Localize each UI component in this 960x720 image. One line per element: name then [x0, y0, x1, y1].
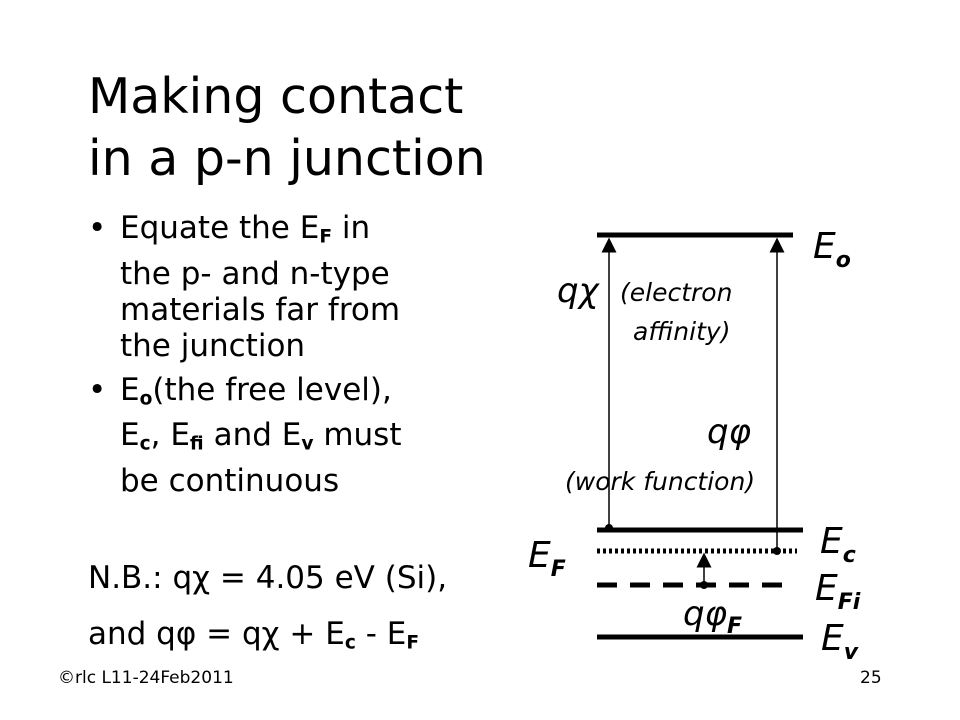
text: - E — [355, 616, 407, 652]
subscript: F — [319, 226, 333, 248]
text: in — [332, 210, 371, 246]
nb-line-2: and qφ = qχ + Ec - EF — [88, 616, 419, 662]
fermi-potential-arrow-tail — [700, 581, 708, 589]
efi-label: EFi — [815, 568, 861, 615]
work-function-desc: (work function) — [565, 467, 755, 496]
text: the junction — [120, 327, 306, 364]
text: and E — [203, 417, 302, 454]
title-line-1: Making contact — [88, 68, 464, 125]
text: E — [120, 371, 140, 408]
subscript: c — [344, 632, 356, 654]
bullet-item-2: Eo(the free level), Ec, Efi and Ev must … — [88, 372, 528, 499]
subscript: v — [301, 433, 314, 455]
electron-affinity-desc-2: affinity) — [633, 317, 730, 346]
electron-affinity-arrow-tail — [605, 524, 613, 532]
text: must — [313, 417, 402, 454]
text: the p- and n-type — [120, 255, 390, 292]
bullet-item-1: Equate the EF in the p- and n-type mater… — [88, 210, 528, 364]
subscript: c — [139, 433, 151, 455]
nb-line-1: N.B.: qχ = 4.05 eV (Si), — [88, 560, 448, 596]
electron-affinity-desc-1: (electron — [620, 278, 732, 307]
text: , E — [150, 417, 190, 454]
subscript: o — [139, 388, 153, 410]
ec-label: Ec — [820, 521, 856, 568]
eo-label: Eo — [813, 226, 851, 273]
subscript: fi — [189, 433, 204, 455]
text: and qφ = qχ + E — [88, 616, 345, 652]
slide-number: 25 — [860, 668, 882, 688]
work-function-arrow-tail — [773, 547, 781, 555]
bullet-list: Equate the EF in the p- and n-type mater… — [88, 210, 528, 507]
text: be continuous — [120, 462, 340, 499]
text: (the free level), — [152, 371, 392, 408]
ev-label: Ev — [821, 618, 859, 665]
slide-title: Making contact in a p-n junction — [88, 66, 486, 190]
text: Equate the E — [120, 210, 320, 246]
work-function-symbol: qφ — [707, 412, 752, 452]
ef-label: EF — [528, 535, 566, 582]
subscript: F — [406, 632, 420, 654]
electron-affinity-symbol: qχ — [557, 271, 601, 311]
fermi-potential-label: qφF — [683, 594, 742, 639]
title-line-2: in a p-n junction — [88, 130, 486, 187]
text: materials far from — [120, 291, 401, 328]
footer-copyright: ©rlc L11-24Feb2011 — [58, 668, 234, 688]
text: E — [120, 417, 140, 454]
